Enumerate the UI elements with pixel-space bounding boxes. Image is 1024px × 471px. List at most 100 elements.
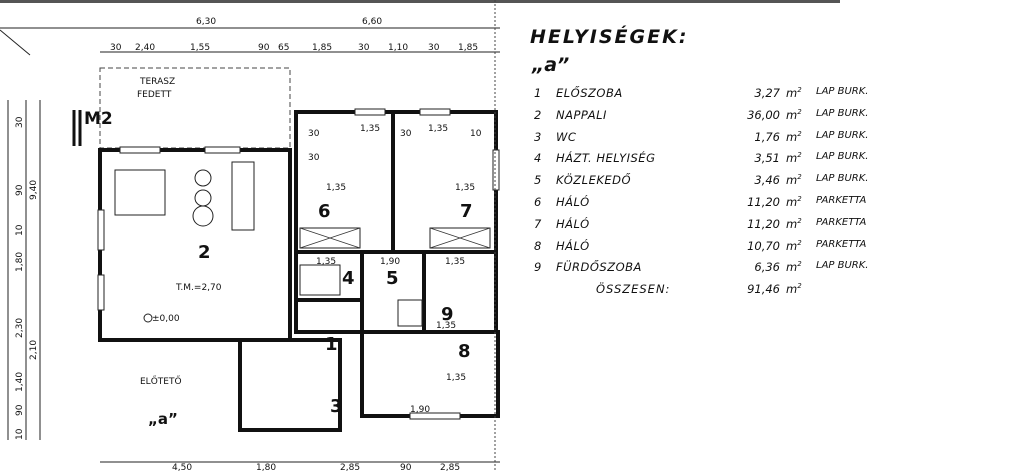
room-area: 11,20 bbox=[747, 216, 780, 231]
room-label: 1 bbox=[325, 334, 338, 355]
sub-dim: 1,10 bbox=[388, 43, 408, 53]
total-unit: m2 bbox=[786, 282, 802, 297]
room-unit-text: m bbox=[786, 107, 798, 122]
room-number: 2 bbox=[534, 107, 542, 122]
room-unit: m2 bbox=[786, 107, 802, 122]
wall-dim: 30 bbox=[308, 153, 320, 163]
schedule-row: 5 KÖZLEKEDŐ 3,46 m2 LAP BURK. bbox=[530, 173, 1010, 195]
left-dim: 90 bbox=[15, 404, 25, 416]
wall-dim: 1,35 bbox=[445, 257, 465, 267]
room-name: KÖZLEKEDŐ bbox=[556, 173, 632, 188]
left-dim: 30 bbox=[15, 116, 25, 128]
top-edge-line bbox=[0, 0, 840, 3]
schedule-total-row: ÖSSZESEN: 91,46 m2 bbox=[530, 282, 1010, 304]
room-label: 5 bbox=[386, 268, 399, 289]
sub-dim: 1,85 bbox=[312, 43, 332, 53]
left-dim: 1,40 bbox=[15, 372, 25, 392]
schedule-row: 7 HÁLÓ 11,20 m2 PARKETTA bbox=[530, 217, 1010, 239]
room-label: 6 bbox=[318, 201, 331, 222]
entrance-walls bbox=[238, 338, 342, 432]
room-unit-text: m bbox=[786, 216, 798, 231]
room-label: 3 bbox=[330, 396, 343, 417]
floor-plan: 2 6 7 4 5 9 8 3 1 6,30 6,60 30 2,40 1,55… bbox=[0, 0, 500, 471]
room-floor: PARKETTA bbox=[816, 238, 867, 250]
room-area: 1,76 bbox=[754, 129, 780, 144]
left-dim: 2,10 bbox=[29, 340, 39, 360]
room-number: 9 bbox=[534, 260, 542, 275]
room-area: 3,46 bbox=[754, 173, 780, 188]
dimension-lines bbox=[0, 27, 500, 463]
room-floor: PARKETTA bbox=[816, 216, 867, 228]
windows bbox=[97, 108, 500, 420]
plan-annotations: 6,30 6,60 30 2,40 1,55 90 65 1,85 30 1,1… bbox=[15, 17, 482, 471]
room-unit-text: m bbox=[786, 238, 798, 253]
room-unit-text: m bbox=[786, 194, 798, 209]
section-mark-lines bbox=[72, 110, 82, 146]
room-name: NAPPALI bbox=[556, 107, 607, 122]
room-name: FÜRDŐSZOBA bbox=[556, 260, 642, 275]
left-dim: 9,40 bbox=[29, 180, 39, 200]
terrace-sub-label: FEDETT bbox=[137, 90, 172, 100]
room-number: 1 bbox=[534, 86, 542, 100]
room-numbers: 2 6 7 4 5 9 8 3 1 bbox=[198, 201, 473, 417]
room-floor: LAP BURK. bbox=[816, 173, 869, 185]
bottom-dim: 90 bbox=[400, 463, 412, 471]
room-number: 5 bbox=[534, 173, 542, 188]
sub-dim: 1,55 bbox=[190, 43, 210, 53]
terrace-outline bbox=[99, 67, 291, 149]
section-mark: M2 bbox=[84, 109, 113, 129]
left-dim: 10 bbox=[15, 428, 25, 440]
room-unit: m2 bbox=[786, 194, 802, 209]
wall-dim: 1,35 bbox=[428, 124, 448, 134]
sub-dim: 30 bbox=[358, 43, 370, 53]
bottom-dim: 2,85 bbox=[440, 463, 460, 471]
room-unit: m2 bbox=[786, 216, 802, 231]
room-area: 36,00 bbox=[747, 107, 780, 122]
top-dim: 6,30 bbox=[196, 17, 216, 27]
room-unit: m2 bbox=[786, 173, 802, 188]
room-area: 11,20 bbox=[747, 194, 780, 209]
sub-dim: 30 bbox=[110, 43, 122, 53]
sub-dim: 2,40 bbox=[135, 43, 155, 53]
room-name: ELŐSZOBA bbox=[556, 86, 623, 100]
room-name: HÁLÓ bbox=[556, 216, 590, 231]
left-dim: 90 bbox=[15, 184, 25, 196]
room-unit: m2 bbox=[786, 260, 802, 275]
room-unit-text: m bbox=[786, 260, 798, 275]
wall-dim: 1,35 bbox=[360, 124, 380, 134]
wall-dim: 10 bbox=[470, 129, 482, 139]
left-dim: 10 bbox=[15, 224, 25, 236]
room-number: 8 bbox=[534, 238, 542, 253]
bottom-dim: 2,85 bbox=[340, 463, 360, 471]
schedule-unit-label: „a” bbox=[532, 54, 570, 76]
left-dim: 2,30 bbox=[15, 318, 25, 338]
room-name: HÁLÓ bbox=[556, 238, 590, 253]
room-unit-text: m bbox=[786, 129, 798, 144]
room-floor: LAP BURK. bbox=[816, 151, 869, 163]
total-label: ÖSSZESEN: bbox=[596, 282, 671, 297]
unit-mark: „a” bbox=[148, 410, 178, 428]
schedule-title: HELYISÉGEK: bbox=[530, 26, 689, 48]
room-unit-text: m bbox=[786, 151, 798, 166]
furniture bbox=[114, 161, 491, 327]
wall-dim: 1,35 bbox=[326, 183, 346, 193]
sub-dim: 65 bbox=[278, 43, 289, 53]
room-floor: PARKETTA bbox=[816, 194, 867, 206]
level-label: ±0,00 bbox=[152, 314, 180, 324]
room-area: 3,51 bbox=[754, 151, 780, 166]
room-area: 3,27 bbox=[754, 86, 780, 100]
room-floor: LAP BURK. bbox=[816, 129, 869, 141]
wall-dim: 1,35 bbox=[455, 183, 475, 193]
room-label: 9 bbox=[441, 304, 454, 325]
room-number: 4 bbox=[534, 151, 542, 166]
entry-roof-label: ELŐTETŐ bbox=[140, 376, 182, 387]
room-number: 7 bbox=[534, 216, 542, 231]
wall-dim: 1,35 bbox=[436, 321, 456, 331]
